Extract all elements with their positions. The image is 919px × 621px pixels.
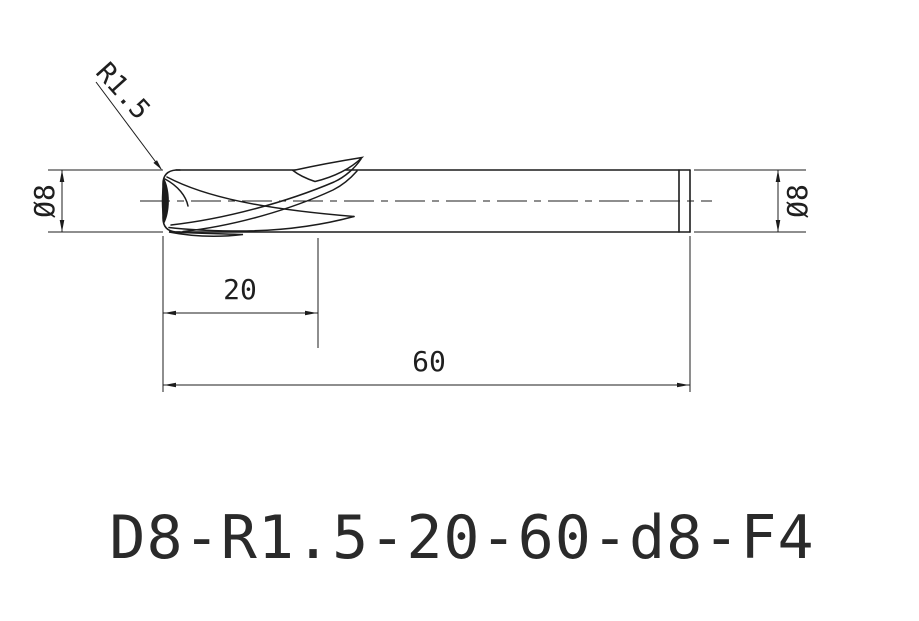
arrowhead	[153, 160, 162, 170]
flute-relief-bottom	[168, 231, 244, 237]
arrowhead	[164, 310, 176, 316]
flute-point-top	[291, 156, 365, 183]
overall-length-label: 60	[412, 345, 446, 378]
flute-length-dimension	[162, 236, 319, 392]
arrowhead	[59, 220, 65, 232]
flute-helix-1-return	[168, 215, 355, 232]
arrowhead	[305, 310, 317, 316]
overall-length-dimension	[163, 236, 691, 392]
left-diameter-dimension	[48, 169, 163, 233]
arrowhead	[775, 220, 781, 232]
tip-tooth-edge	[164, 178, 189, 207]
arrowhead	[677, 382, 689, 388]
left-diameter-label: Ø8	[28, 184, 61, 218]
flute-helix-1	[166, 176, 355, 218]
corner-radius-leader	[95, 81, 162, 170]
right-diameter-label: Ø8	[781, 184, 814, 218]
corner-radius-label: R1.5	[89, 57, 156, 126]
flute-curves	[161, 156, 365, 237]
right-diameter-dimension	[694, 169, 806, 233]
flute-length-label: 20	[223, 273, 257, 306]
flute-helix-2-parallel	[182, 170, 358, 233]
arrowhead	[775, 170, 781, 182]
leader-line	[95, 81, 162, 170]
part-number-title: D8-R1.5-20-60-d8-F4	[109, 503, 814, 573]
flute-helix-2	[170, 158, 362, 226]
arrowhead	[164, 382, 176, 388]
arrowhead	[59, 170, 65, 182]
